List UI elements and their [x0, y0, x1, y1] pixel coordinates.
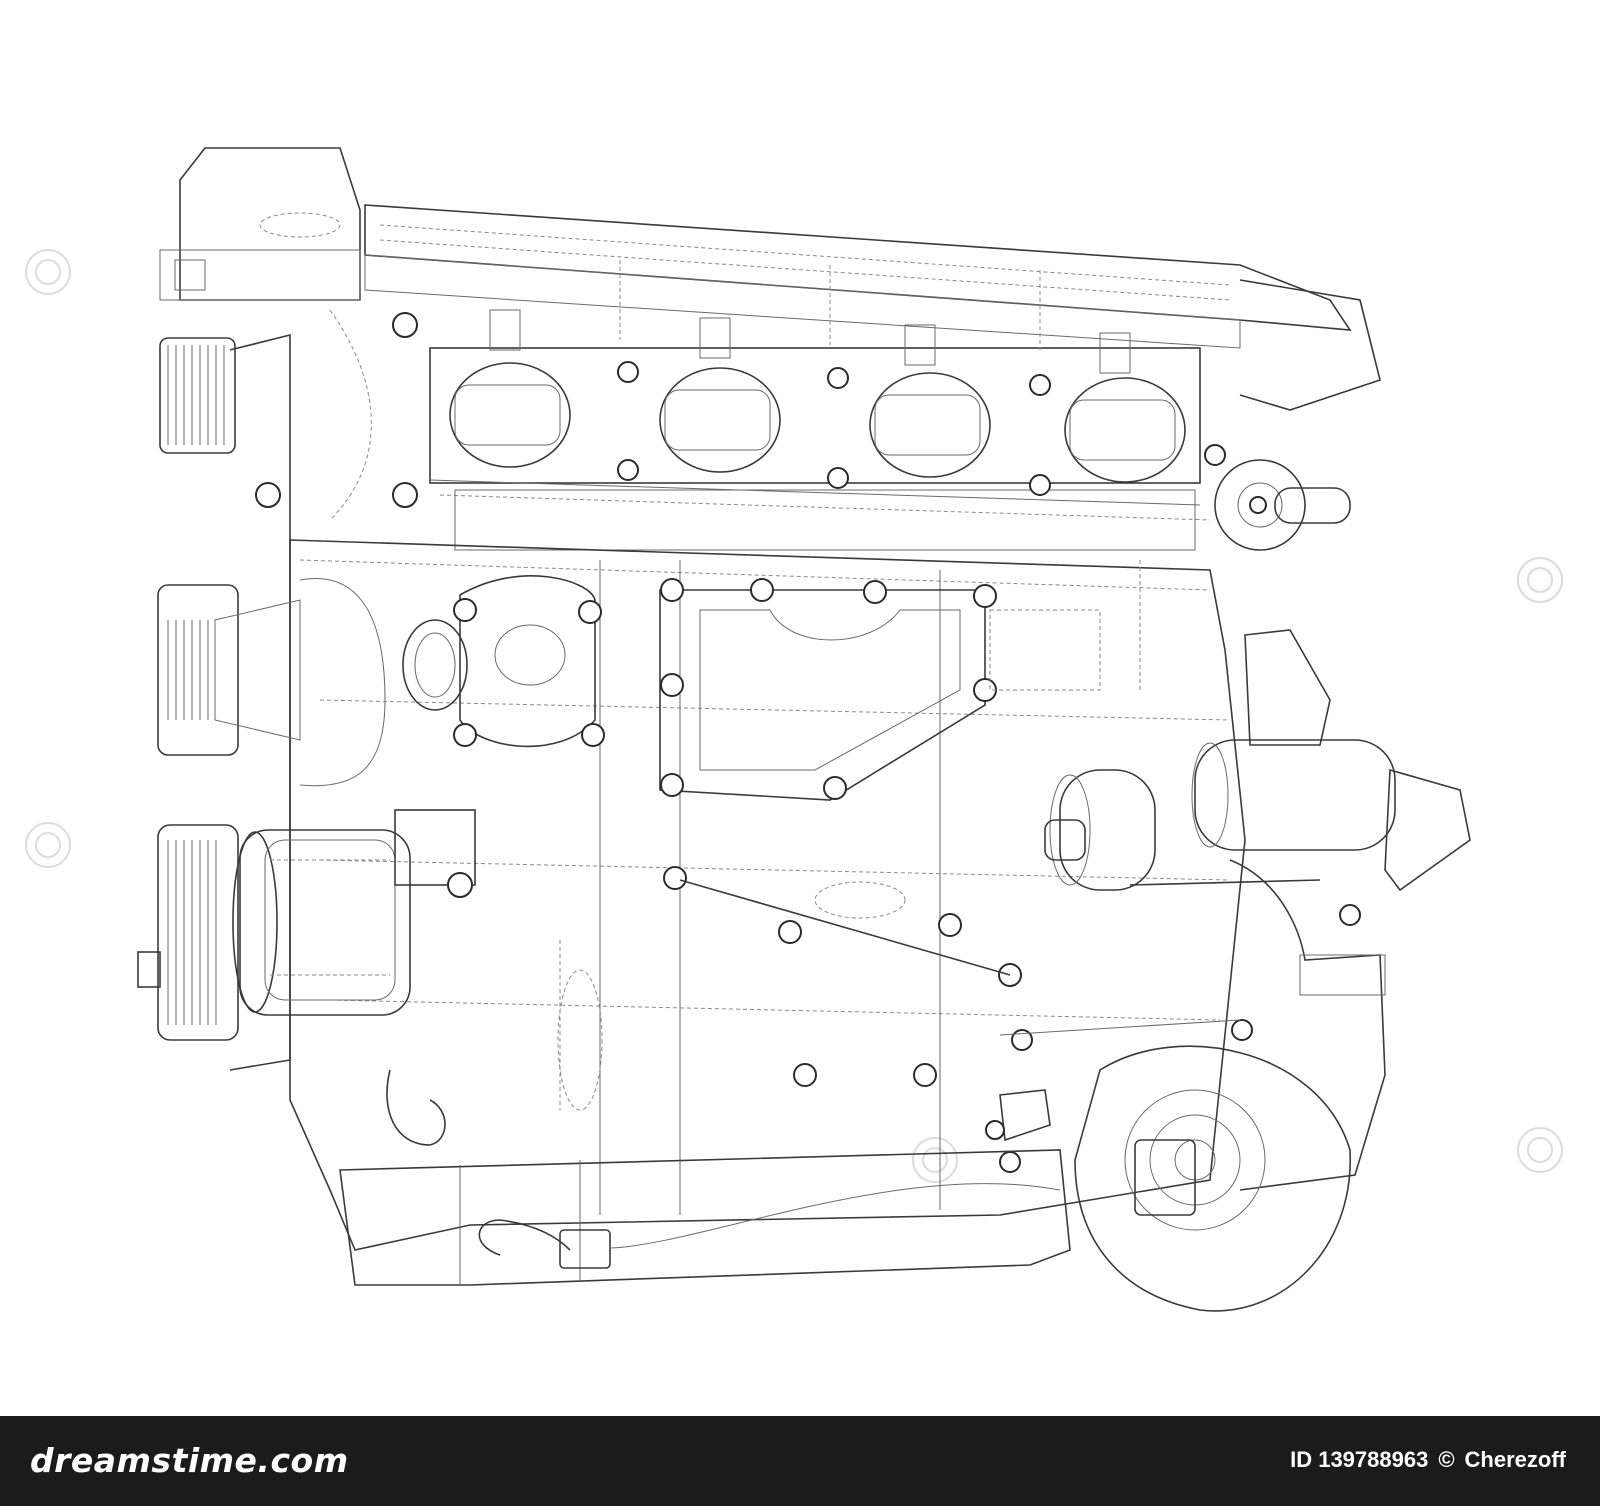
- footer-bar: dreamstime.com ID 139788963 © Cherezoff: [0, 1416, 1600, 1506]
- author-link[interactable]: Cherezoff: [1464, 1447, 1566, 1472]
- brand-logo[interactable]: dreamstime.com: [30, 1440, 349, 1480]
- watermark-group: [25, 249, 1563, 1183]
- starter-motor: [1044, 739, 1471, 926]
- interior-hidden-lines: [329, 260, 1141, 1111]
- cover-plate: [659, 578, 997, 801]
- copyright-symbol: ©: [1438, 1447, 1455, 1472]
- coolant-outlet: [1214, 459, 1351, 551]
- timing-housing: [159, 147, 361, 301]
- lower-bolts: [663, 866, 1253, 1173]
- bell-housing-side: [1229, 629, 1386, 1191]
- alternator: [232, 809, 476, 1016]
- engine-block: [289, 539, 1246, 1251]
- oil-filter: [985, 1045, 1351, 1312]
- crank-pulley-stack: [137, 333, 386, 1071]
- oil-pan: [339, 1069, 1071, 1286]
- intake-manifold: [429, 309, 1211, 551]
- image-credit: ID 139788963 © Cherezoff: [1290, 1434, 1566, 1486]
- engine-wireframe-drawing: [25, 147, 1563, 1312]
- upper-bolts: [255, 312, 1226, 508]
- valve-cover: [364, 204, 1381, 411]
- image-id-text: ID 139788963: [1290, 1447, 1429, 1472]
- water-pump: [402, 575, 605, 748]
